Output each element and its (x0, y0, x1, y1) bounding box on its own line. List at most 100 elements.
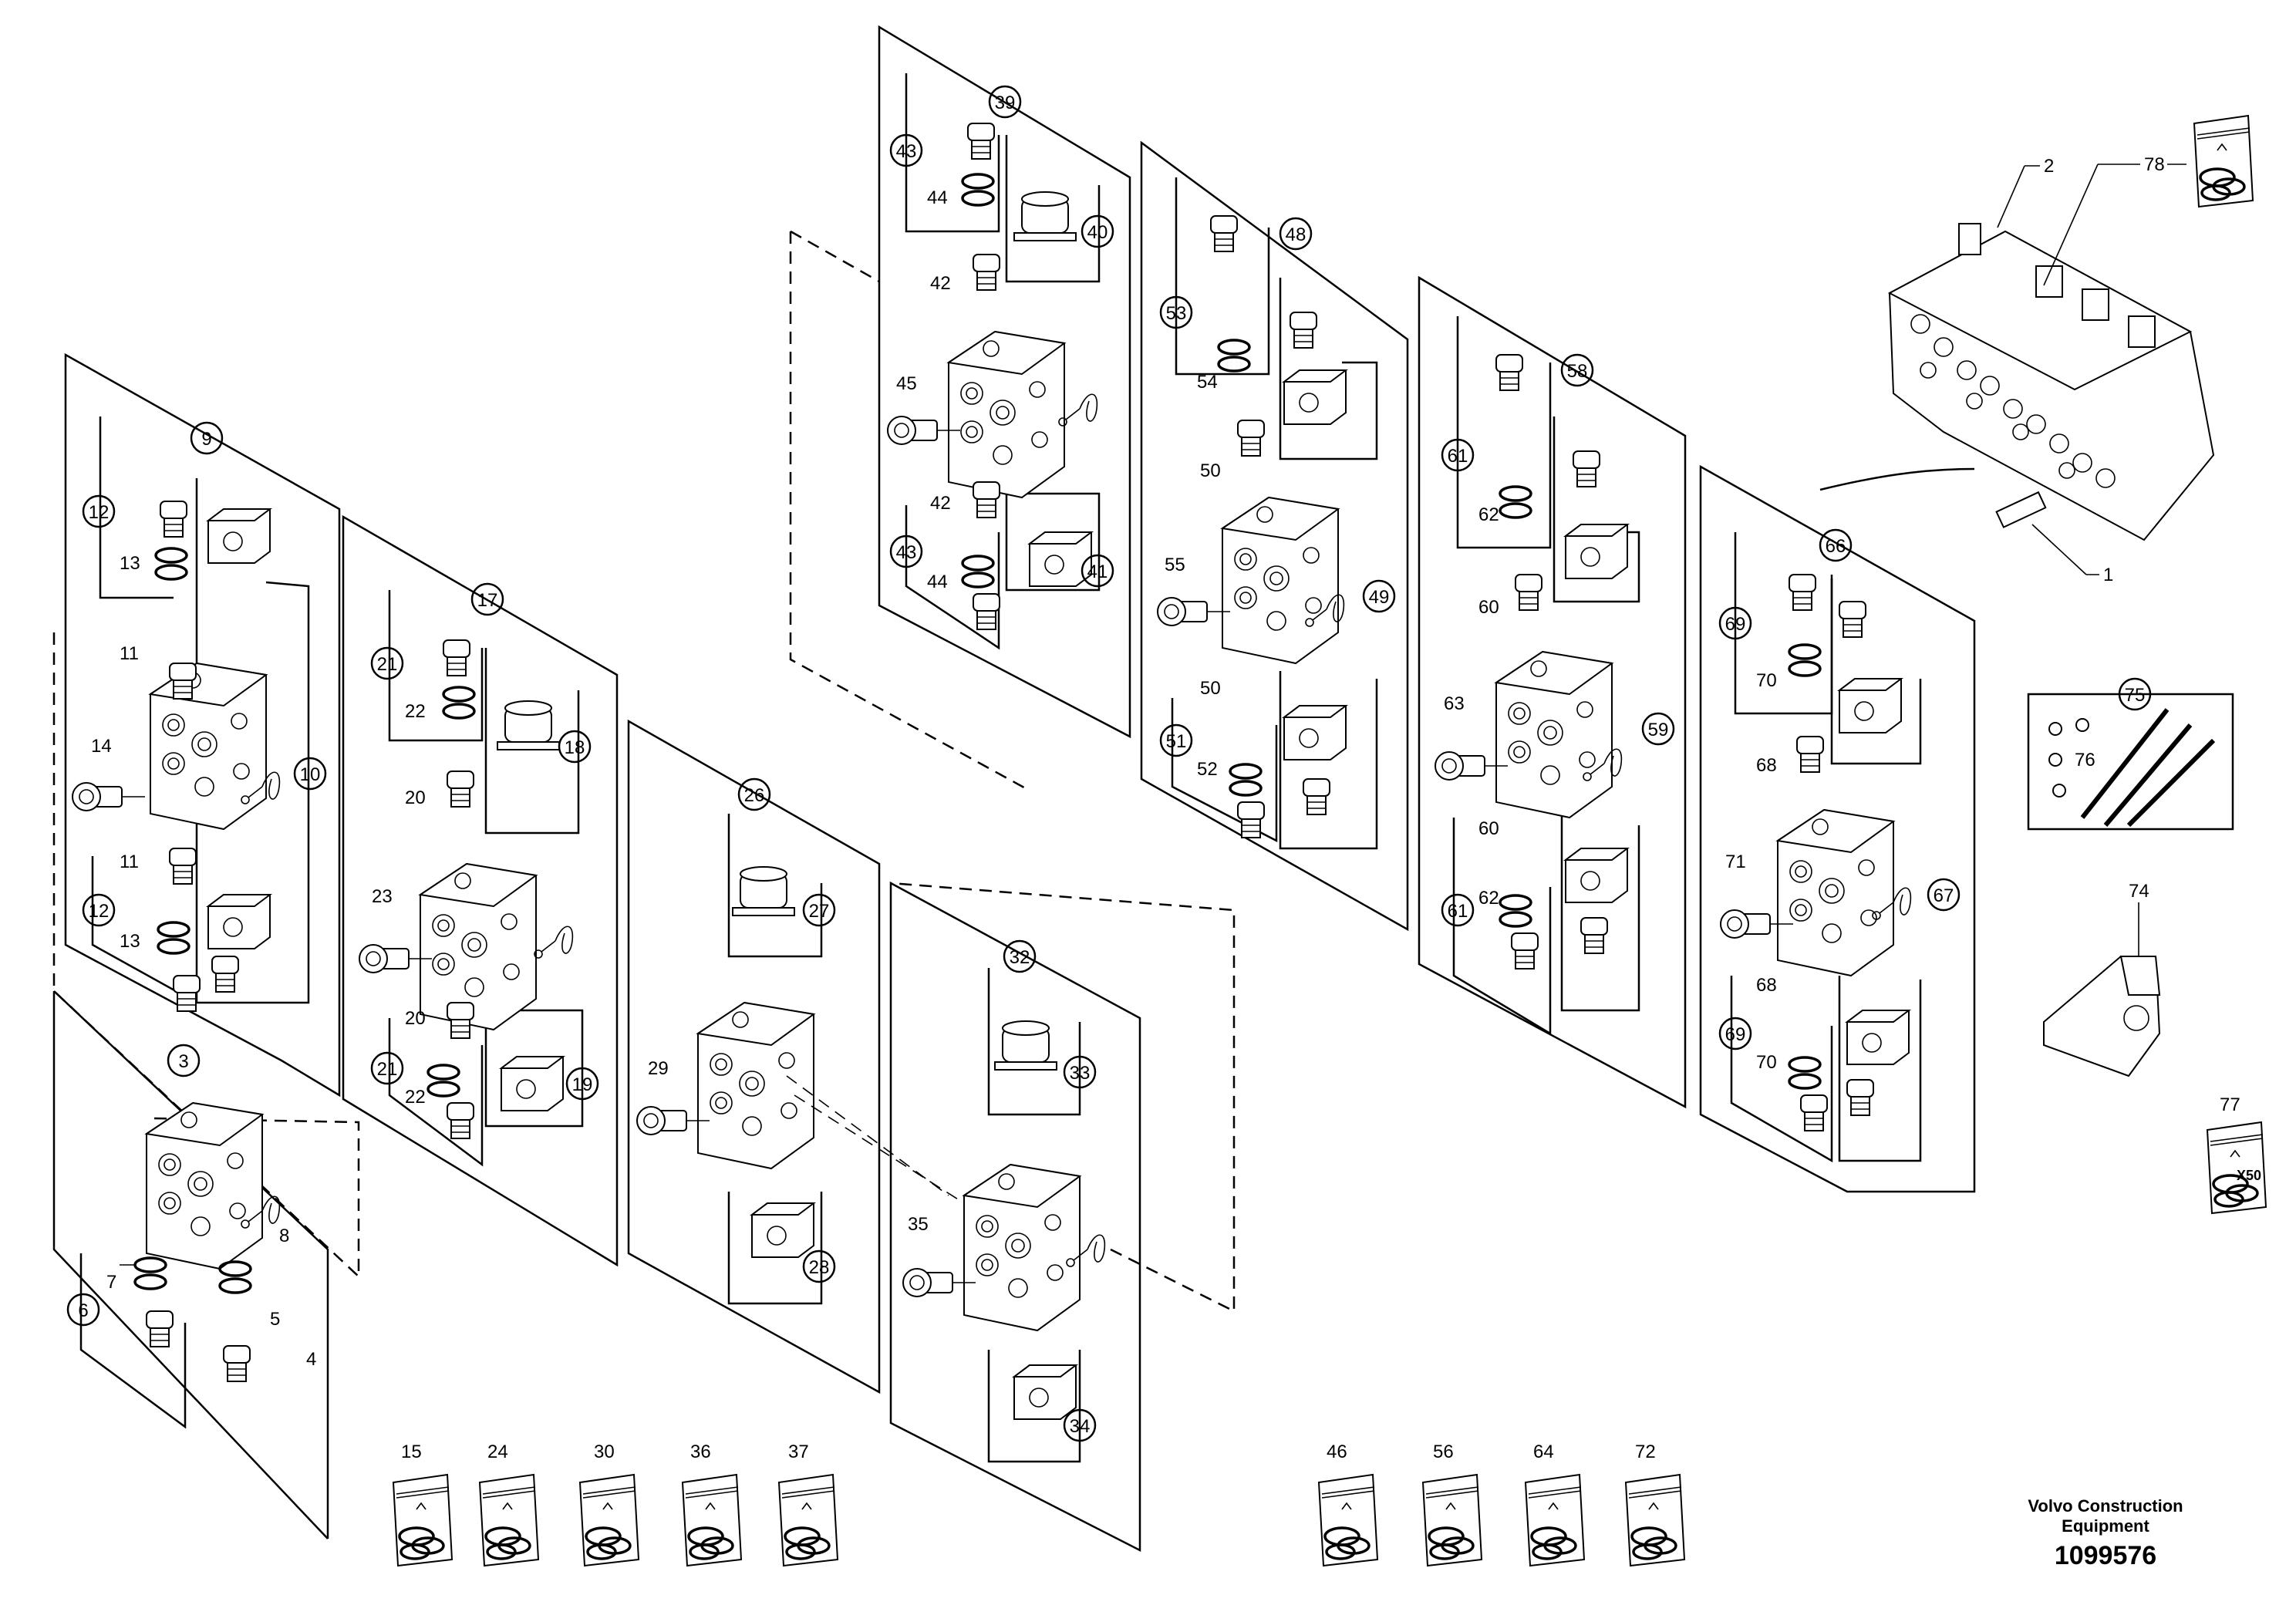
balloon-40: 40 (1081, 214, 1114, 248)
callout-55: 55 (1165, 555, 1185, 575)
section-48 (1140, 140, 1409, 932)
callout-11-top: 11 (120, 643, 139, 664)
callout-70-top: 70 (1756, 670, 1777, 691)
seal-kit-30: 30 (578, 1442, 640, 1567)
callout-54: 54 (1197, 372, 1218, 393)
svg-text:49: 49 (1369, 587, 1390, 608)
svg-text:48: 48 (1286, 224, 1306, 245)
balloon-6: 6 (66, 1293, 100, 1327)
balloon-12-bottom: 12 (82, 893, 116, 927)
main-valve-assembly (1819, 223, 2215, 541)
svg-text:69: 69 (1725, 614, 1746, 635)
balloon-26: 26 (737, 777, 771, 811)
svg-text:69: 69 (1725, 1024, 1746, 1045)
balloon-3: 3 (167, 1044, 201, 1077)
svg-text:21: 21 (377, 654, 398, 675)
svg-text:18: 18 (565, 737, 585, 758)
balloon-18: 18 (558, 730, 592, 764)
svg-text:17: 17 (477, 590, 498, 611)
callout-22-top: 22 (405, 701, 426, 722)
section-9 (64, 352, 341, 1098)
svg-text:24: 24 (487, 1442, 508, 1462)
balloon-66: 66 (1819, 528, 1853, 562)
callout-13-bottom: 13 (120, 931, 140, 952)
seal-kit-36: 36 (681, 1442, 743, 1567)
section-66 (1699, 464, 1976, 1193)
callout-35: 35 (908, 1214, 929, 1235)
svg-text:6: 6 (78, 1300, 88, 1321)
svg-text:12: 12 (89, 502, 110, 523)
balloon-75: 75 (2118, 677, 2152, 711)
callout-63: 63 (1444, 693, 1465, 714)
balloon-19: 19 (565, 1067, 599, 1101)
callout-60-bottom: 60 (1478, 818, 1499, 839)
callout-5: 5 (270, 1309, 280, 1330)
svg-text:64: 64 (1533, 1442, 1554, 1462)
callout-29: 29 (648, 1058, 669, 1079)
svg-text:61: 61 (1448, 446, 1468, 467)
svg-text:10: 10 (300, 764, 321, 785)
callout-70-bottom: 70 (1756, 1052, 1777, 1073)
balloon-43-bottom: 43 (889, 534, 923, 568)
svg-text:19: 19 (572, 1074, 593, 1095)
svg-text:59: 59 (1648, 720, 1669, 740)
section-26 (627, 719, 965, 1394)
svg-text:41: 41 (1087, 561, 1108, 582)
callout-seal-kit-main: 78 (2144, 154, 2165, 175)
seal-kit-72: 72 (1624, 1442, 1686, 1567)
callout-20-bottom: 20 (405, 1008, 426, 1029)
balloon-10: 10 (293, 757, 327, 791)
balloon-61-bottom: 61 (1441, 893, 1475, 927)
seal-kit-24: 24 (478, 1442, 540, 1567)
brand-name: Volvo Construction Equipment (2028, 1496, 2183, 1536)
callout-68-bottom: 68 (1756, 975, 1777, 996)
svg-text:75: 75 (2125, 685, 2146, 706)
balloon-32: 32 (1003, 939, 1037, 973)
balloon-33: 33 (1063, 1055, 1097, 1089)
callout-60-top: 60 (1478, 597, 1499, 618)
svg-text:53: 53 (1166, 303, 1187, 324)
tie-rod-kit-75 (2027, 693, 2234, 831)
bulk-kit-qty: X50 (2237, 1168, 2261, 1183)
callout-22-bottom: 22 (405, 1087, 426, 1108)
callout-4: 4 (306, 1349, 316, 1370)
seal-kit-56: 56 (1421, 1442, 1483, 1567)
balloon-21-bottom: 21 (370, 1051, 404, 1085)
balloon-21-top: 21 (370, 646, 404, 680)
svg-text:21: 21 (377, 1059, 398, 1080)
callout-bolt: 1 (2103, 565, 2113, 585)
callout-45: 45 (896, 373, 917, 394)
svg-text:67: 67 (1934, 885, 1954, 906)
balloon-27: 27 (802, 893, 836, 927)
svg-text:32: 32 (1010, 947, 1030, 968)
document-number: 1099576 (2054, 1541, 2157, 1570)
callout-68-top: 68 (1756, 755, 1777, 776)
callout-44-bottom: 44 (927, 572, 948, 592)
svg-text:9: 9 (201, 429, 211, 450)
balloon-67: 67 (1927, 878, 1961, 912)
callout-76: 76 (2075, 750, 2095, 771)
svg-text:51: 51 (1166, 731, 1187, 752)
balloon-28: 28 (802, 1249, 836, 1283)
balloon-34: 34 (1063, 1408, 1097, 1442)
svg-text:30: 30 (594, 1442, 615, 1462)
callout-71: 71 (1725, 851, 1746, 872)
balloon-51: 51 (1159, 723, 1193, 757)
callout-8: 8 (279, 1226, 289, 1246)
balloon-58: 58 (1560, 353, 1594, 387)
seal-kit-46: 46 (1317, 1442, 1379, 1567)
callout-11-bottom: 11 (120, 851, 139, 872)
callout-74: 74 (2129, 881, 2149, 902)
callout-62-bottom: 62 (1478, 888, 1499, 909)
callout-14: 14 (91, 736, 112, 757)
seal-kit-main-bag (2193, 114, 2254, 208)
callout-50-top: 50 (1200, 460, 1221, 481)
svg-text:46: 46 (1327, 1442, 1347, 1462)
section-17 (342, 514, 619, 1267)
callout-main-block: 2 (2044, 156, 2054, 177)
callout-42-bottom: 42 (930, 493, 951, 514)
svg-text:58: 58 (1567, 361, 1588, 382)
balloon-69-top: 69 (1718, 606, 1752, 640)
svg-text:61: 61 (1448, 901, 1468, 922)
callout-62-top: 62 (1478, 504, 1499, 525)
